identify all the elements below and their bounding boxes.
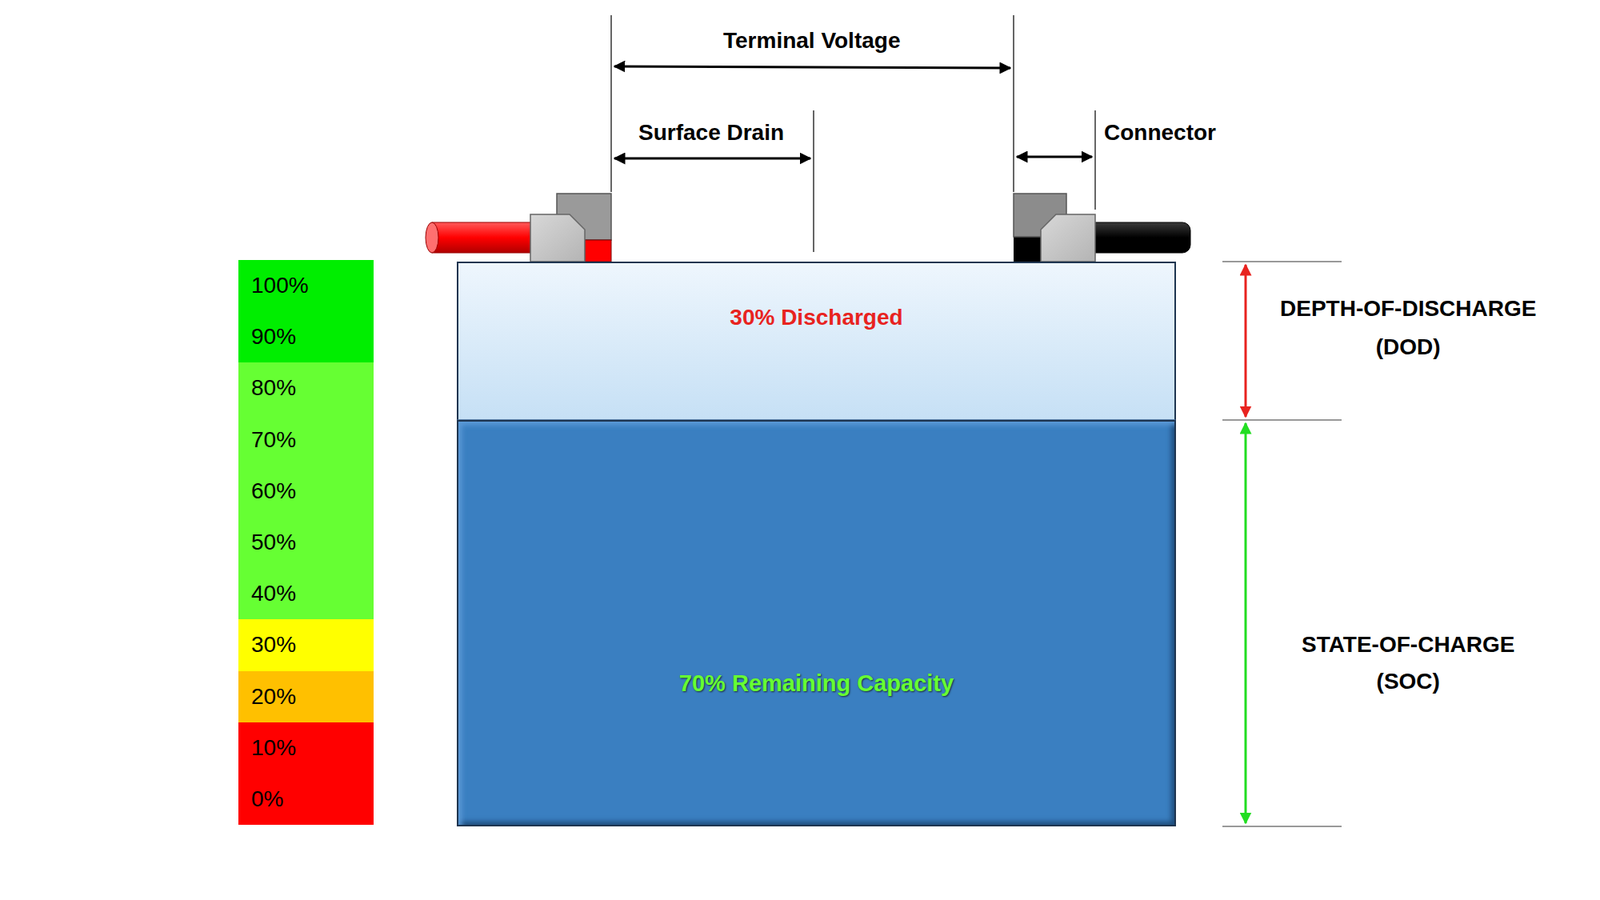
axis-label: DEPTH-OF-DISCHARGE (DOD) (1280, 289, 1536, 367)
terminal-post (584, 240, 612, 262)
scale-value: 50% (251, 516, 296, 568)
scale-value: 0% (251, 773, 284, 825)
tick-line (1222, 419, 1342, 421)
tick-line (1222, 825, 1342, 828)
scale-value: 80% (251, 362, 296, 414)
soc-arrow (1244, 423, 1248, 824)
terminal-clamp (1040, 214, 1096, 262)
label-word: DEPTH-OF-DISCHARGE (1280, 296, 1536, 321)
terminal-post (1013, 236, 1041, 262)
dimension-label: Terminal Voltage (723, 25, 900, 56)
dimension-arrow (614, 66, 1011, 68)
dimension-arrow (1016, 156, 1092, 159)
scale-band: 30% (238, 619, 374, 671)
dimension-arrow (614, 157, 811, 160)
red-cable (432, 222, 535, 253)
scale-value: 100% (251, 260, 309, 312)
axis-label: STATE-OF-CHARGE (SOC) (1301, 626, 1516, 700)
dimension-label: Connector (1104, 117, 1216, 148)
scale-band: 80%70%60%50%40% (238, 362, 374, 620)
scale-value: 30% (251, 619, 296, 671)
discharged-region: 30% Discharged (456, 261, 1176, 420)
tick-line (1222, 260, 1342, 263)
scale-value: 20% (251, 671, 296, 723)
extension-line (610, 15, 612, 192)
scale-value: 40% (251, 568, 296, 620)
terminal-clamp (530, 214, 585, 262)
scale-band: 10%0% (238, 722, 374, 825)
cable-end (425, 222, 439, 253)
scale-value: 70% (251, 414, 296, 466)
scale-value: 60% (251, 465, 296, 517)
label-word: (DOD) (1376, 334, 1441, 360)
label-word: STATE-OF-CHARGE (1301, 632, 1516, 657)
region-label: 30% Discharged (458, 301, 1175, 334)
label-word: (SOC) (1376, 668, 1440, 694)
scale-value: 90% (251, 311, 296, 363)
extension-line (1012, 15, 1015, 192)
remaining-capacity-region: 70% Remaining Capacity (456, 420, 1176, 827)
extension-line (812, 110, 815, 252)
dimension-label: Surface Drain (638, 117, 784, 148)
black-cable (1088, 222, 1191, 253)
region-label: 70% Remaining Capacity (458, 667, 1175, 700)
scale-band: 100%90% (238, 260, 374, 363)
scale-band: 20% (238, 671, 374, 723)
scale-value: 10% (251, 722, 296, 774)
extension-line (1094, 110, 1096, 210)
dod-arrow (1244, 264, 1248, 417)
